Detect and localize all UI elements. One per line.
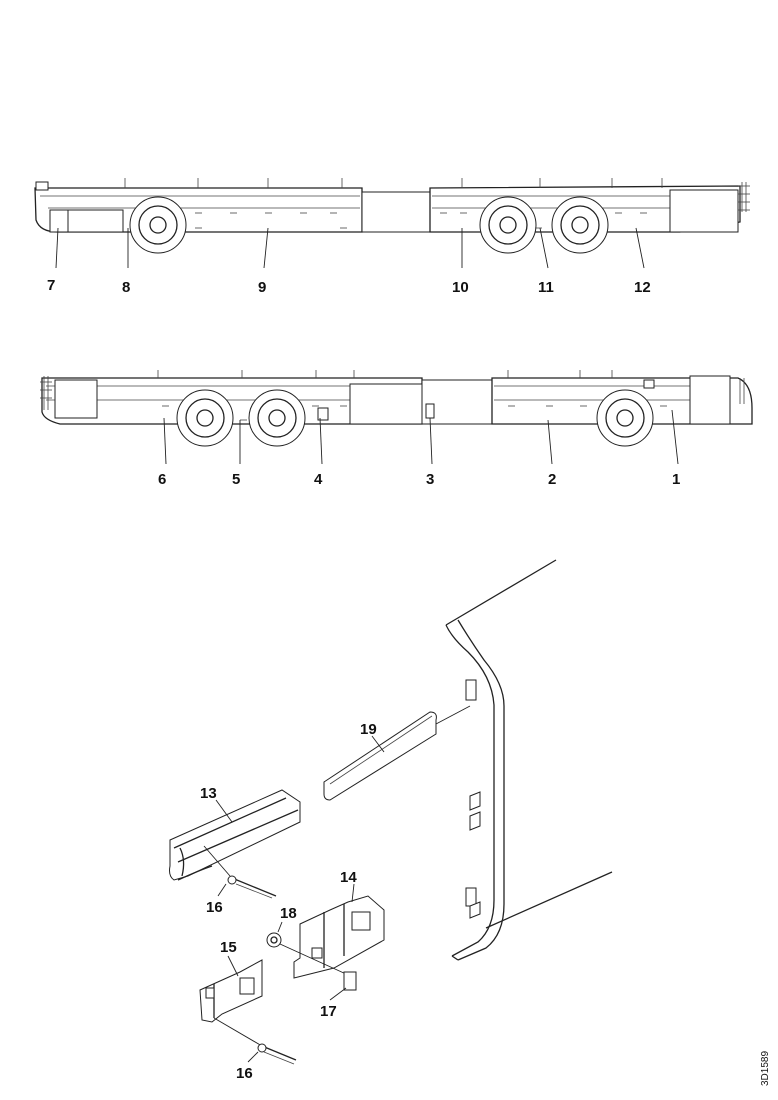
callout-7: 7 — [47, 277, 55, 294]
callout-14: 14 — [340, 869, 357, 886]
part-14-clip-plate — [293, 895, 385, 979]
part-13-mounting-rail — [169, 789, 301, 881]
figure-reference: 3D1589 — [760, 1051, 771, 1086]
callout-1: 1 — [672, 471, 680, 488]
callout-18: 18 — [280, 905, 297, 922]
part-17-spacer — [329, 971, 357, 1001]
part-15-clip — [199, 959, 263, 1023]
callout-4: 4 — [314, 471, 323, 488]
callout-5: 5 — [232, 471, 240, 488]
bus-side-view-top — [34, 178, 750, 254]
callout-8: 8 — [122, 279, 130, 296]
callout-19: 19 — [360, 721, 377, 738]
callout-3: 3 — [426, 471, 434, 488]
callout-10: 10 — [452, 279, 469, 296]
part-16-screw-lower — [213, 1017, 297, 1065]
callout-16-upper: 16 — [206, 899, 223, 916]
callout-6: 6 — [158, 471, 166, 488]
callout-9: 9 — [258, 279, 266, 296]
bus-side-view-bottom — [40, 370, 753, 447]
bus-corner-panel — [445, 559, 613, 961]
bottom-callout-leaders — [163, 409, 679, 465]
callout-17: 17 — [320, 1003, 337, 1020]
part-18-nut — [266, 921, 347, 975]
part-16-screw-upper — [203, 845, 277, 899]
callout-13: 13 — [200, 785, 217, 802]
callout-12: 12 — [634, 279, 651, 296]
callout-11: 11 — [538, 279, 554, 296]
callout-15: 15 — [220, 939, 237, 956]
callout-16-lower: 16 — [236, 1065, 253, 1082]
top-callout-leaders — [55, 227, 645, 269]
callout-2: 2 — [548, 471, 556, 488]
part-19-trim-strip — [323, 705, 471, 801]
